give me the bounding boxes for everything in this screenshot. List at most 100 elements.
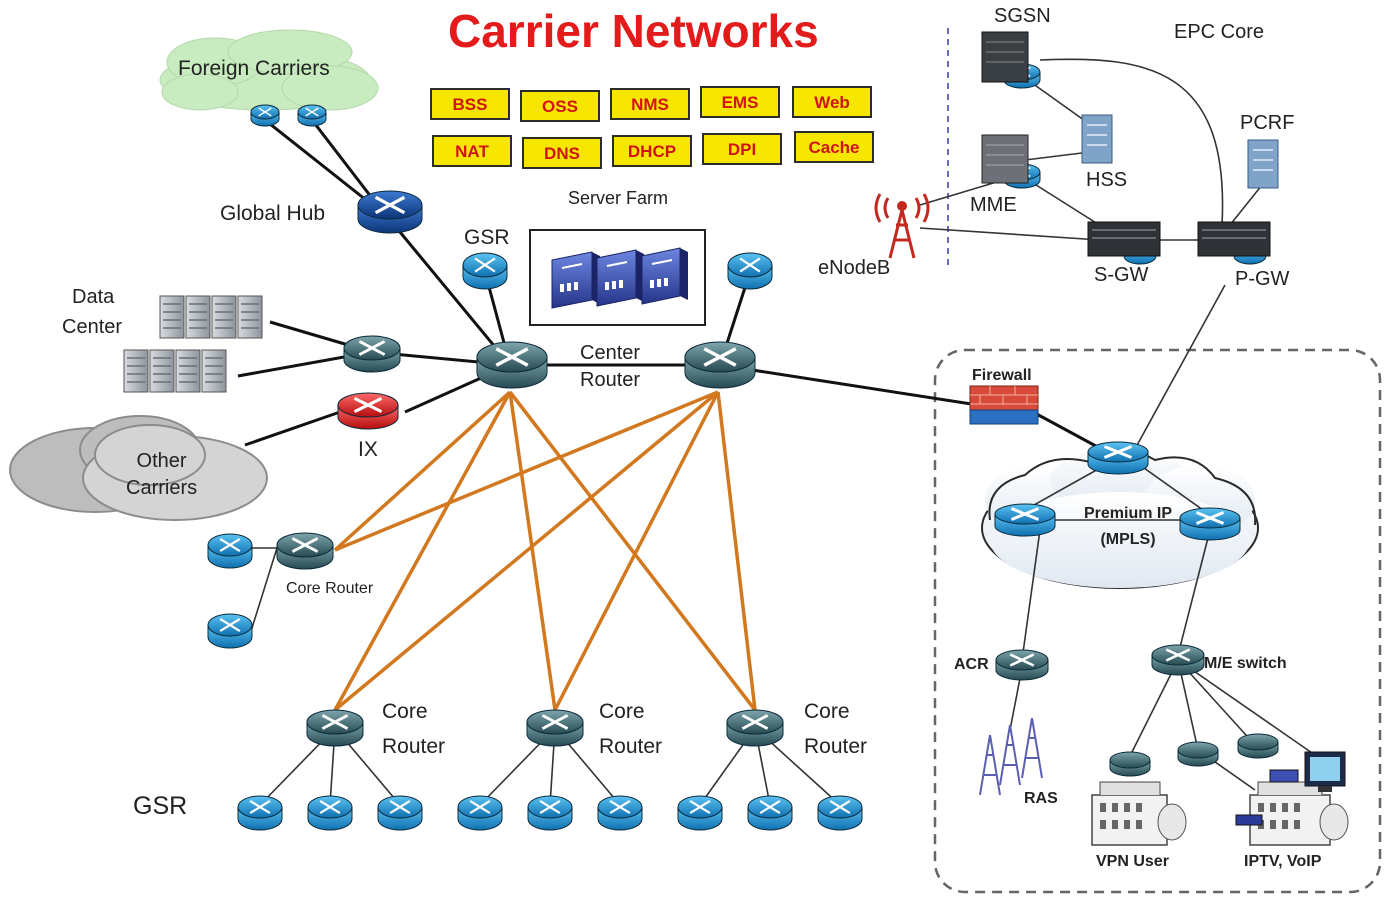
hss-server-icon: [1081, 114, 1113, 164]
ix-label: IX: [358, 438, 378, 461]
iptv-voip-label: IPTV, VoIP: [1244, 853, 1322, 870]
service-bss: BSS: [430, 88, 510, 120]
global-hub-label: Global Hub: [220, 202, 326, 225]
enodeb-label: eNodeB: [818, 257, 891, 279]
me-switch-label: M/E switch: [1204, 655, 1287, 672]
p-gw-chassis-icon: [1197, 221, 1271, 257]
server-rack-icon: [123, 349, 149, 393]
server-icon: [551, 247, 688, 309]
router-icon: [343, 335, 401, 373]
gsr-router-icon: [207, 613, 253, 649]
other-carriers-label: Other Carriers: [126, 450, 198, 499]
p-gw-label: P-GW: [1235, 268, 1290, 290]
router-icon: [1237, 733, 1279, 759]
service-cache: Cache: [794, 131, 874, 163]
mpls-switch-icon: [1087, 441, 1149, 475]
enodeb-antenna-icon: [874, 193, 930, 259]
acr-router-icon: [995, 649, 1049, 681]
s-gw-label: S-GW: [1094, 264, 1149, 286]
service-nat: NAT: [432, 135, 512, 167]
server-farm-label: Server Farm: [568, 188, 669, 208]
service-dns: DNS: [522, 137, 602, 169]
data-center-racks: [123, 295, 263, 393]
premium-ip-label: Premium IP (MPLS): [1084, 505, 1173, 548]
firewall-icon: [969, 385, 1039, 425]
me-switch-icon: [1151, 644, 1205, 676]
gsr-router-icon: [462, 252, 508, 290]
foreign-carriers-cloud: [159, 29, 379, 111]
server-rack-icon: [185, 295, 211, 339]
gsr-router-icon: [457, 795, 503, 831]
sgsn-chassis-icon: [981, 31, 1029, 83]
pcrf-label: PCRF: [1240, 112, 1295, 134]
server-rack-icon: [201, 349, 227, 393]
core-router-left-label: Core Router: [286, 580, 374, 597]
service-oss: OSS: [520, 90, 600, 122]
core-router-icon: [276, 532, 334, 570]
gsr-router-icon: [207, 533, 253, 569]
sgsn-label: SGSN: [994, 5, 1051, 27]
router-icon: [250, 104, 280, 127]
server-rack-icon: [149, 349, 175, 393]
gsr-router-icon: [817, 795, 863, 831]
global-hub-router-icon: [357, 190, 423, 234]
ras-tower-icon: [979, 717, 1043, 796]
gsr-router-icon: [597, 795, 643, 831]
core-router-1-label: Core Router: [382, 700, 446, 758]
gsr-bottom-label: GSR: [133, 792, 188, 820]
vpn-user-label: VPN User: [1096, 853, 1169, 870]
server-rack-icon: [237, 295, 263, 339]
service-dhcp: DHCP: [612, 135, 692, 167]
core-router-2-label: Core Router: [599, 700, 663, 758]
gsr-router-icon: [677, 795, 723, 831]
phone-icon: [1269, 769, 1299, 783]
other-carriers-cloud: [9, 415, 268, 521]
service-dpi: DPI: [702, 133, 782, 165]
core-router-icon: [526, 709, 584, 747]
foreign-carriers-label: Foreign Carriers: [178, 57, 330, 80]
pcrf-server-icon: [1247, 139, 1279, 189]
gsr-router-icon: [747, 795, 793, 831]
gsr-router-icon: [307, 795, 353, 831]
service-web: Web: [792, 86, 872, 118]
service-ems: EMS: [700, 86, 780, 118]
core-router-3-label: Core Router: [804, 700, 868, 758]
gsr-router-icon: [527, 795, 573, 831]
core-router-icon: [726, 709, 784, 747]
mme-chassis-icon: [981, 134, 1029, 184]
firewall-label: Firewall: [972, 367, 1032, 384]
ras-label: RAS: [1024, 790, 1058, 807]
core-router-icon: [306, 709, 364, 747]
acr-label: ACR: [954, 656, 989, 673]
epc-core-label: EPC Core: [1174, 21, 1265, 43]
gsr-top-label: GSR: [464, 226, 510, 249]
center-router-icon: [476, 341, 548, 389]
gsr-router-icon: [237, 795, 283, 831]
mme-label: MME: [970, 194, 1017, 216]
access-region-boundary: [933, 348, 1382, 894]
hss-label: HSS: [1086, 169, 1128, 191]
orange-trunk-links: [333, 390, 757, 712]
router-icon: [297, 104, 327, 127]
server-farm-box: [529, 229, 706, 326]
gsr-router-icon: [727, 252, 773, 290]
s-gw-chassis-icon: [1087, 221, 1161, 257]
server-rack-icon: [175, 349, 201, 393]
vpn-user-building-icon: [1091, 781, 1187, 846]
iptv-voip-building-icon: [1235, 781, 1349, 846]
server-rack-icon: [211, 295, 237, 339]
center-router-label: Center Router: [580, 342, 641, 391]
center-router-icon: [684, 341, 756, 389]
service-nms: NMS: [610, 88, 690, 120]
page-title: Carrier Networks: [448, 5, 819, 57]
mpls-switch-icon: [1179, 507, 1241, 541]
router-icon: [1177, 741, 1219, 767]
router-icon: [1109, 751, 1151, 777]
mpls-switch-icon: [994, 503, 1056, 537]
server-rack-icon: [159, 295, 185, 339]
ix-router-icon: [337, 392, 399, 430]
data-center-label: Data Center: [62, 286, 123, 338]
premium-ip-cloud: [981, 448, 1259, 589]
monitor-icon: [1304, 751, 1346, 792]
